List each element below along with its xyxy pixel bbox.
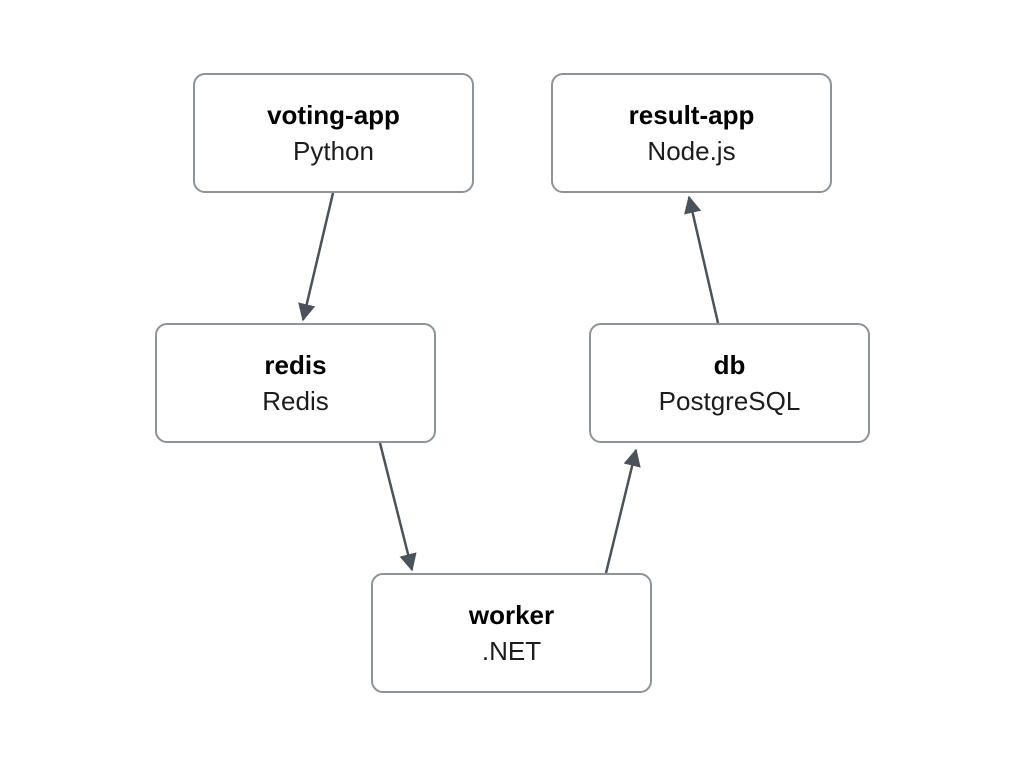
node-subtitle: .NET	[481, 636, 542, 666]
node-db: db PostgreSQL	[589, 323, 870, 443]
edge-redis-to-worker	[378, 442, 417, 572]
node-title: voting-app	[267, 100, 400, 130]
node-title: result-app	[628, 100, 755, 130]
node-subtitle: PostgreSQL	[658, 386, 801, 416]
node-redis: redis Redis	[155, 323, 436, 443]
node-title: worker	[468, 600, 555, 630]
node-worker: worker .NET	[371, 573, 652, 693]
node-subtitle: Python	[293, 136, 374, 166]
node-result-app: result-app Node.js	[551, 73, 832, 193]
node-voting-app: voting-app Python	[193, 73, 474, 193]
edge-worker-to-db	[604, 448, 641, 574]
node-subtitle: Redis	[262, 386, 329, 416]
edge-voting-app-to-redis	[298, 192, 335, 322]
node-title: redis	[264, 350, 327, 380]
edge-db-to-result-app	[684, 195, 720, 324]
node-subtitle: Node.js	[647, 136, 736, 166]
node-title: db	[713, 350, 746, 380]
